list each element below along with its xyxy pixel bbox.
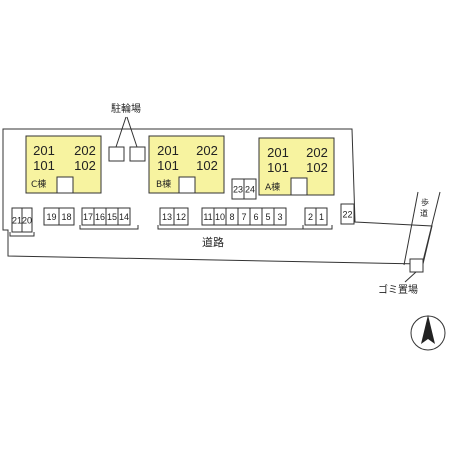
garbage-box <box>409 258 424 273</box>
sidewalk-line-right <box>421 191 441 266</box>
parking-space-number: 21 <box>12 216 22 226</box>
room-label: 102 <box>196 158 218 173</box>
parking-space-number: 23 <box>233 185 243 195</box>
building-a: 201 202 101 102 A棟 <box>258 137 335 196</box>
entrance <box>56 176 74 194</box>
parking-space-number: 7 <box>241 212 246 222</box>
parking-space <box>315 207 328 226</box>
room-label: 201 <box>157 143 179 158</box>
room-label: 202 <box>74 143 96 158</box>
road-label: 道路 <box>202 235 224 249</box>
parking-space-number: 13 <box>162 212 172 222</box>
sidewalk-label-2: 道 <box>420 208 428 218</box>
room-label: 101 <box>157 158 179 173</box>
parking-space-number: 8 <box>229 212 234 222</box>
bike-parking-pointer-right <box>126 116 138 148</box>
sidewalk-line-left <box>403 191 419 266</box>
curb-line <box>9 232 35 237</box>
building-b: 201 202 101 102 B棟 <box>148 135 225 194</box>
north-arrow-icon <box>410 315 446 351</box>
parking-space <box>21 207 33 233</box>
parking-space-number: 17 <box>83 212 93 222</box>
room-label: 101 <box>33 158 55 173</box>
curb-line <box>302 225 333 230</box>
parking-space <box>117 207 131 226</box>
curb-line <box>79 225 139 230</box>
parking-space-number: 11 <box>203 212 212 222</box>
parking-space-number: 24 <box>245 185 255 195</box>
building-c: 201 202 101 102 C棟 <box>25 135 102 194</box>
garbage-pointer <box>404 271 417 283</box>
parking-space <box>173 207 189 226</box>
entrance <box>178 176 196 194</box>
sidewalk-label-1: 歩 <box>421 197 429 207</box>
garbage-label: ゴミ置場 <box>378 283 418 296</box>
parking-space-number: 18 <box>61 212 71 222</box>
parking-space-number: 20 <box>22 216 32 226</box>
room-label: 102 <box>74 158 96 173</box>
parking-space <box>273 207 287 226</box>
bike-parking-box <box>108 146 125 162</box>
room-label: 201 <box>267 145 289 160</box>
parking-space-number: 6 <box>253 212 258 222</box>
room-label: 202 <box>196 143 218 158</box>
parking-space-number: 14 <box>119 212 129 222</box>
building-name: C棟 <box>31 178 46 190</box>
parking-space-number: 5 <box>265 212 270 222</box>
building-name: A棟 <box>265 181 280 193</box>
parking-space-number: 19 <box>46 212 56 222</box>
parking-space-number: 16 <box>95 212 105 222</box>
parking-space-number: 1 <box>319 212 324 222</box>
parking-space-number: 15 <box>107 212 117 222</box>
parking-space <box>58 207 75 226</box>
bike-parking-label: 駐輪場 <box>111 102 141 115</box>
room-label: 202 <box>306 145 328 160</box>
curb-line <box>157 225 304 230</box>
bike-parking-pointer-left <box>115 116 127 148</box>
parking-space-number: 12 <box>176 212 186 222</box>
parking-space-number: 10 <box>215 212 225 222</box>
parking-space-number: 22 <box>342 210 352 220</box>
bike-parking-box <box>129 146 146 162</box>
parking-space-number: 3 <box>277 212 282 222</box>
parking-space <box>243 178 257 200</box>
building-name: B棟 <box>156 178 171 190</box>
room-label: 201 <box>33 143 55 158</box>
room-label: 102 <box>306 160 328 175</box>
parking-space <box>340 203 355 225</box>
parking-space-number: 2 <box>308 212 313 222</box>
room-label: 101 <box>267 160 289 175</box>
entrance <box>290 177 308 196</box>
